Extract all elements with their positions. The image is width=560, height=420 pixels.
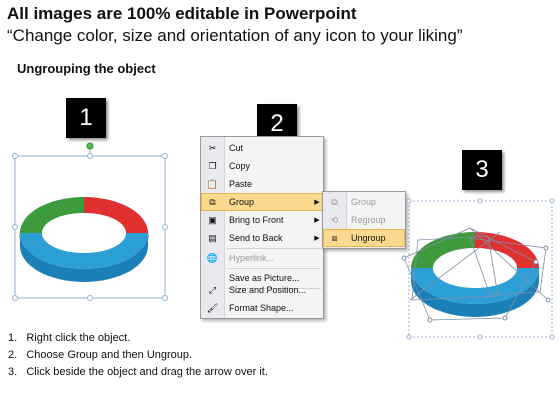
resize-handle[interactable]	[406, 198, 412, 204]
scissors-icon: ✂	[208, 142, 217, 153]
context-menu: ✂ Cut ❐ Copy 📋 Paste ⧉ Group ▶ ▣ Bring t…	[200, 136, 324, 319]
submenu-item-regroup[interactable]: ⟲ Regroup	[323, 211, 405, 229]
submenu-arrow-icon: ▶	[314, 217, 320, 224]
menu-item-cut[interactable]: ✂ Cut	[201, 139, 323, 157]
step-badge-3: 3	[462, 150, 502, 190]
menu-item-save-as-picture[interactable]: Save as Picture...	[229, 273, 300, 283]
send-to-back-icon: ▤	[208, 232, 217, 243]
submenu-arrow-icon: ▶	[314, 235, 320, 242]
submenu-arrow-icon: ▶	[314, 199, 320, 206]
menu-item-send-to-back[interactable]: ▤ Send to Back ▶	[201, 229, 323, 247]
instruction-step: 3. Click beside the object and drag the …	[8, 366, 268, 378]
resize-handle[interactable]	[12, 153, 18, 159]
headline: All images are 100% editable in Powerpoi…	[7, 4, 357, 23]
menu-item-copy[interactable]: ❐ Copy	[201, 157, 323, 175]
resize-handle[interactable]	[549, 198, 555, 204]
instructions-list: 1. Right click the object. 2. Choose Gro…	[8, 330, 268, 381]
format-shape-icon: 🖌	[206, 302, 219, 313]
resize-handle[interactable]	[87, 295, 93, 301]
bring-to-front-icon: ▣	[208, 214, 217, 225]
resize-handle[interactable]	[12, 224, 18, 230]
group-icon: ⧉	[209, 196, 216, 207]
resize-handle[interactable]	[87, 153, 93, 159]
resize-handle[interactable]	[12, 295, 18, 301]
hyperlink-icon: 🌐	[206, 252, 219, 263]
menu-item-paste[interactable]: 📋 Paste	[201, 175, 323, 193]
instruction-step: 2. Choose Group and then Ungroup.	[8, 349, 193, 361]
section-title: Ungrouping the object	[17, 61, 156, 76]
resize-handle[interactable]	[406, 334, 412, 340]
resize-handle[interactable]	[549, 334, 555, 340]
group-submenu: ⧉ Group ⟲ Regroup ⧈ Ungroup	[322, 191, 406, 249]
resize-handle[interactable]	[162, 295, 168, 301]
resize-handle[interactable]	[477, 198, 483, 204]
group-icon: ⧉	[331, 196, 338, 207]
grouped-ring-figure[interactable]	[0, 130, 190, 310]
resize-handle[interactable]	[162, 153, 168, 159]
resize-handle[interactable]	[162, 224, 168, 230]
regroup-icon: ⟲	[330, 214, 339, 225]
submenu-item-ungroup[interactable]: ⧈ Ungroup	[323, 229, 405, 247]
rotate-handle[interactable]	[86, 142, 94, 150]
menu-item-group[interactable]: ⧉ Group ▶	[201, 193, 323, 211]
subline: “Change color, size and orientation of a…	[7, 26, 463, 45]
size-position-icon: ⤢	[208, 284, 217, 295]
menu-item-hyperlink[interactable]: 🌐 Hyperlink...	[201, 249, 323, 267]
ungrouped-ring-figure[interactable]	[395, 190, 560, 345]
copy-icon: ❐	[208, 160, 217, 171]
resize-handle[interactable]	[477, 334, 483, 340]
paste-icon: 📋	[206, 178, 219, 189]
menu-item-bring-to-front[interactable]: ▣ Bring to Front ▶	[201, 211, 323, 229]
menu-item-size-and-position[interactable]: ⤢ Size and Position...	[201, 281, 323, 299]
submenu-item-group[interactable]: ⧉ Group	[323, 193, 405, 211]
ungroup-icon: ⧈	[331, 232, 338, 243]
instruction-step: 1. Right click the object.	[8, 332, 131, 344]
step-badge-1: 1	[66, 98, 106, 138]
menu-item-format-shape[interactable]: 🖌 Format Shape...	[201, 299, 323, 317]
